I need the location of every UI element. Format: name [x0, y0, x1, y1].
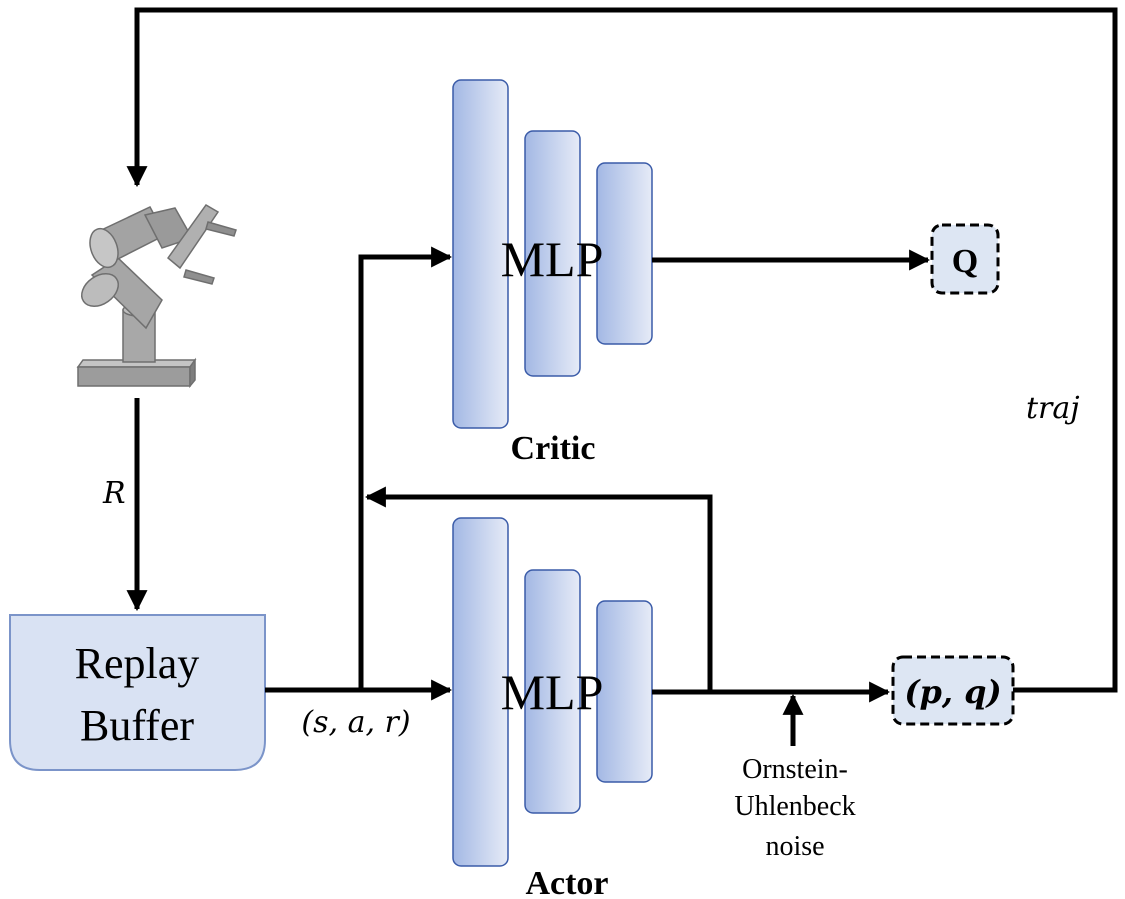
critic-layer-3	[596, 162, 653, 345]
actor-layer-2	[524, 569, 581, 814]
noise-label-line2: Uhlenbeck	[734, 791, 855, 822]
buffer-to-critic-arrow	[358, 246, 453, 690]
action-output-label: (p, q)	[904, 673, 1001, 711]
replay-buffer-label-line2: Buffer	[80, 701, 194, 750]
trajectory-feedback-arrow	[126, 7, 1118, 693]
actor-mlp-label: MLP	[501, 664, 604, 720]
actor-layer-1	[452, 517, 509, 867]
reward-label: R	[102, 476, 126, 511]
actor-title: Actor	[525, 865, 608, 899]
action-output-box	[891, 655, 1015, 726]
replay-buffer-label-line1: Replay	[75, 639, 200, 688]
actor-network: MLP	[452, 517, 653, 867]
critic-network: MLP	[452, 79, 653, 429]
critic-layer-2	[524, 130, 581, 377]
actor-layer-3	[596, 600, 653, 783]
replay-buffer-box	[9, 614, 266, 771]
q-output-label: Q	[952, 243, 978, 280]
trajectory-label: traj	[1026, 391, 1080, 426]
q-output-box	[930, 223, 1000, 295]
critic-mlp-label: MLP	[501, 231, 604, 287]
robot-arm-icon	[76, 204, 237, 389]
critic-title: Critic	[511, 430, 596, 467]
critic-layer-1	[452, 79, 509, 429]
action-to-critic-arrow	[364, 486, 713, 692]
transition-label: (s, a, r)	[301, 705, 410, 740]
noise-label-line1: Ornstein-	[742, 754, 848, 785]
noise-label-line3: noise	[765, 831, 824, 862]
